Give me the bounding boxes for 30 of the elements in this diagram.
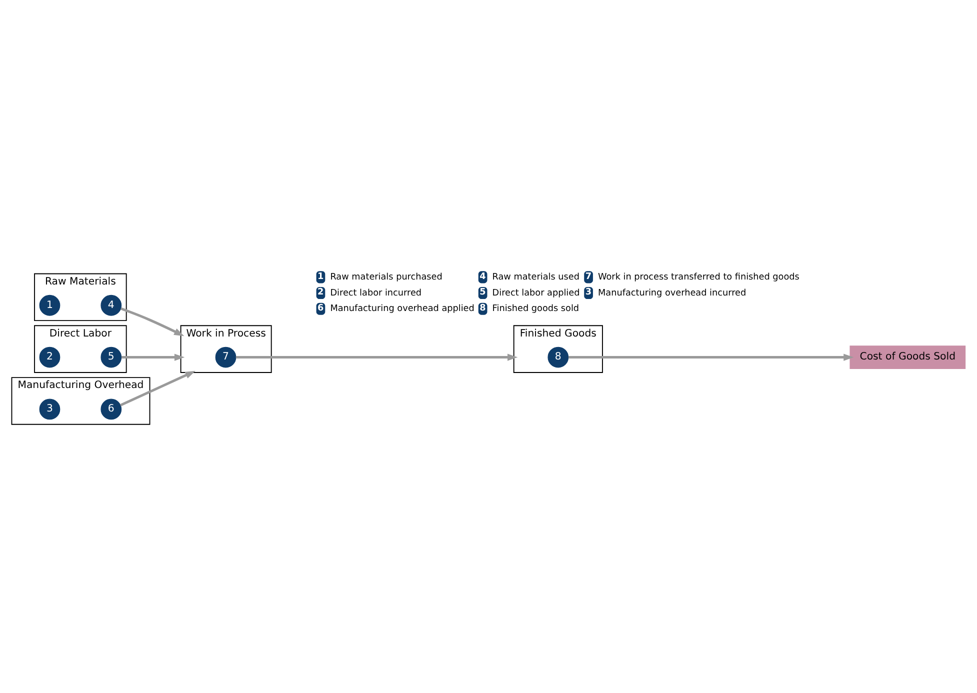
arrow	[120, 370, 196, 406]
label: Direct labor applied	[492, 288, 580, 298]
node-circle: 8	[548, 346, 569, 368]
arrow	[120, 306, 184, 336]
label: Raw materials used	[492, 272, 580, 282]
arrow	[121, 353, 185, 360]
label: 5	[480, 287, 486, 298]
node-box: Cost of Goods Sold	[850, 345, 966, 368]
label: Manufacturing overhead incurred	[598, 288, 746, 298]
label: 7	[585, 271, 592, 282]
node-circle: 2	[39, 346, 60, 368]
arrow	[568, 353, 854, 360]
label: Finished goods sold	[492, 304, 580, 314]
label: Work in process transferred to finished goods	[598, 272, 800, 282]
label: 4	[480, 271, 486, 282]
arrow	[236, 353, 518, 360]
label: 8	[480, 303, 486, 314]
node-circle: 3	[39, 398, 60, 420]
label: Direct labor incurred	[330, 288, 422, 298]
node-circle: 5	[100, 346, 122, 368]
node-circle: 4	[100, 294, 122, 316]
label: Raw materials purchased	[330, 272, 442, 282]
node-circle: 6	[100, 398, 122, 420]
label: Manufacturing overhead applied	[330, 304, 474, 314]
label: 3	[585, 287, 592, 298]
node-circle: 7	[215, 346, 236, 368]
label: 2	[318, 287, 324, 298]
label: 6	[318, 303, 324, 314]
node-circle: 1	[39, 294, 60, 316]
label: 1	[318, 271, 324, 282]
